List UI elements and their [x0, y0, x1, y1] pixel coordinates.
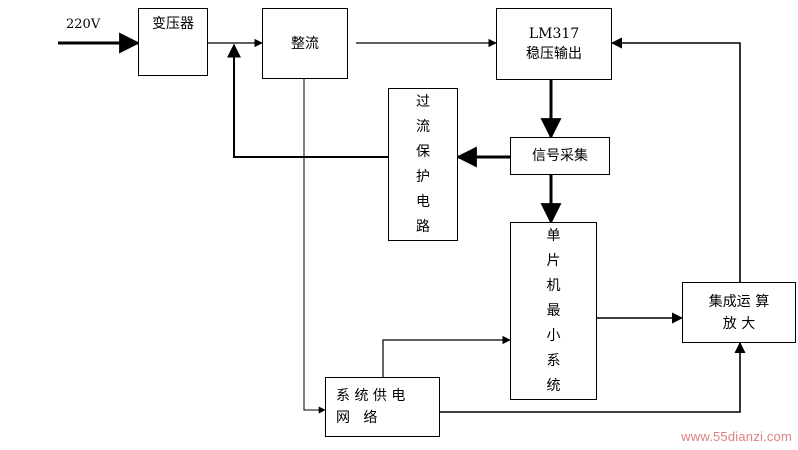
overcurrent-char: 过 [416, 93, 430, 110]
power-network-label-line2: 网 络 [336, 410, 378, 426]
op-amp-label-line1: 集成运 算 [708, 293, 770, 310]
wire-opamp-to-regulator [610, 37, 741, 282]
wire-rectifier-to-network [303, 79, 326, 414]
mcu-char: 小 [546, 327, 561, 344]
overcurrent-char: 电 [416, 193, 430, 210]
overcurrent-protection-block: 过 流 保 护 电 路 [388, 88, 458, 241]
wire-overcurrent-feedback [227, 43, 388, 158]
mcu-char: 机 [546, 277, 561, 294]
regulator-block: LM317 稳压输出 [496, 8, 612, 80]
regulator-model-label: LM317 [528, 26, 580, 42]
power-network-block: 系 统 供 电 网 络 [325, 377, 440, 437]
rectifier-label: 整流 [291, 35, 319, 52]
rectifier-block: 整流 [262, 8, 348, 79]
mcu-char: 最 [546, 302, 561, 319]
mcu-char: 统 [546, 377, 561, 394]
site-watermark: www.55dianzi.com [681, 429, 792, 444]
input-voltage-label: 220V [66, 17, 100, 32]
input-voltage-text: 220V [66, 17, 101, 32]
regulator-output-label: 稳压输出 [526, 46, 582, 62]
op-amp-label-line2: 放 大 [722, 315, 756, 332]
overcurrent-char: 护 [416, 168, 430, 185]
mcu-char: 片 [546, 252, 561, 269]
wire-network-to-mcu [382, 335, 511, 377]
transformer-block: 变压器 [138, 8, 208, 76]
power-network-label-line1: 系 统 供 电 [336, 388, 406, 404]
wire-network-to-opamp [440, 341, 746, 413]
transformer-label: 变压器 [152, 16, 194, 32]
op-amp-block: 集成运 算 放 大 [682, 282, 796, 343]
signal-acquisition-label: 信号采集 [532, 148, 588, 164]
overcurrent-char: 保 [416, 143, 430, 160]
mcu-char: 单 [546, 227, 561, 244]
signal-acquisition-block: 信号采集 [510, 137, 610, 175]
overcurrent-char: 流 [416, 118, 430, 135]
mcu-char: 系 [546, 352, 561, 369]
mcu-block: 单 片 机 最 小 系 统 [510, 222, 597, 400]
overcurrent-char: 路 [416, 218, 430, 235]
